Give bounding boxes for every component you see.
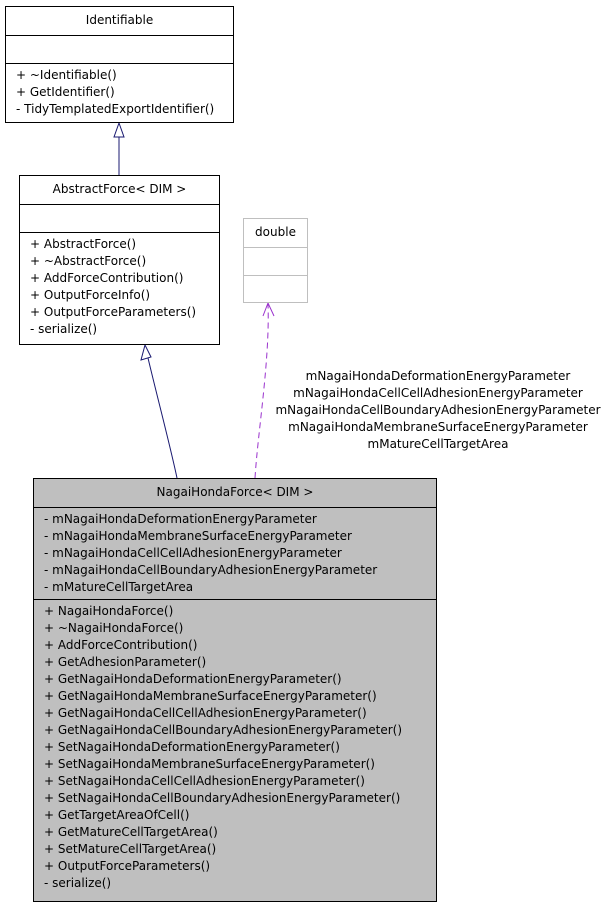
class-member-method: + GetNagaiHondaDeformationEnergyParamete… [44,672,342,686]
class-identifiable[interactable]: Identifiable + ~Identifiable() + GetIdent… [5,6,234,123]
class-member-method: + GetNagaiHondaMembraneSurfaceEnergyPara… [44,689,377,703]
class-member-method: + OutputForceParameters() [30,305,197,319]
class-member-method: + GetAdhesionParameter() [44,655,207,669]
class-abstract-force-title: AbstractForce< DIM > [52,182,187,196]
class-member-method: + GetTargetAreaOfCell() [44,808,190,822]
class-member-method: + SetNagaiHondaMembraneSurfaceEnergyPara… [44,757,375,771]
class-member-method: + GetNagaiHondaCellCellAdhesionEnergyPar… [44,706,367,720]
class-member-attribute: - mNagaiHondaDeformationEnergyParameter [44,512,317,526]
class-member-attribute: - mNagaiHondaCellCellAdhesionEnergyParam… [44,546,342,560]
class-member-method: + SetMatureCellTargetArea() [44,842,217,856]
usage-edge-nagaihonda-double [254,303,269,479]
class-double-title: double [255,225,296,239]
class-member-method: + GetIdentifier() [16,85,115,99]
class-member-method: + SetNagaiHondaCellCellAdhesionEnergyPar… [44,774,365,788]
usage-label-line: mNagaiHondaCellCellAdhesionEnergyParamet… [293,386,583,400]
class-member-attribute: - mNagaiHondaMembraneSurfaceEnergyParame… [44,529,352,543]
class-member-method: + ~AbstractForce() [30,254,147,268]
usage-arrowhead-double [262,301,275,317]
usage-label-line: mNagaiHondaMembraneSurfaceEnergyParamete… [288,420,588,434]
class-member-method: + ~NagaiHondaForce() [44,621,184,635]
usage-label-line: mNagaiHondaDeformationEnergyParameter [305,369,571,383]
usage-label-line: mNagaiHondaCellBoundaryAdhesionEnergyPar… [275,403,601,417]
usage-edge-label: mNagaiHondaDeformationEnergyParameter mNa… [262,368,613,453]
inheritance-arrowhead-identifiable [113,121,125,138]
class-member-method: + OutputForceInfo() [30,288,151,302]
class-member-method: - serialize() [44,876,112,890]
class-double-attributes [244,247,307,275]
class-member-method: + NagaiHondaForce() [44,604,174,618]
inheritance-edge-nagaihonda-abstractforce [147,357,178,479]
class-identifiable-methods: + ~Identifiable() + GetIdentifier() - Tidy… [6,63,233,121]
class-nagai-honda-force-methods: + NagaiHondaForce() + ~NagaiHondaForce() +… [34,599,436,895]
class-identifiable-attributes [6,35,233,63]
class-member-method: + AddForceContribution() [30,271,184,285]
class-abstract-force[interactable]: AbstractForce< DIM > + AbstractForce()+ … [19,175,220,345]
class-member-method: + SetNagaiHondaCellBoundaryAdhesionEnerg… [44,791,401,805]
class-member-method: + AbstractForce() [30,237,137,251]
class-member-method: + GetMatureCellTargetArea() [44,825,218,839]
class-member-attribute: - mNagaiHondaCellBoundaryAdhesionEnergyP… [44,563,378,577]
class-nagai-honda-force-title: NagaiHondaForce< DIM > [156,485,314,499]
usage-label-line: mMatureCellTargetArea [367,437,509,451]
class-nagai-honda-force-attributes: - mNagaiHondaDeformationEnergyParameter -… [34,507,436,599]
class-abstract-force-methods: + AbstractForce() + ~AbstractForce() + Add… [20,232,219,341]
class-double-methods [244,275,307,302]
class-member-method: - serialize() [30,322,98,336]
class-member-method: + GetNagaiHondaCellBoundaryAdhesionEnerg… [44,723,402,737]
class-nagai-honda-force[interactable]: NagaiHondaForce< DIM > - mNagaiHondaDefo… [33,478,437,902]
class-member-method: + SetNagaiHondaDeformationEnergyParamete… [44,740,340,754]
class-identifiable-title: Identifiable [85,13,154,27]
class-member-attribute: - mMatureCellTargetArea [44,580,194,594]
class-member-method: - TidyTemplatedExportIdentifier() [16,102,215,116]
inheritance-arrowhead-abstractforce [140,343,152,361]
class-double[interactable]: double [243,218,308,303]
class-member-method: + ~Identifiable() [16,68,117,82]
class-abstract-force-attributes [20,204,219,232]
class-member-method: + AddForceContribution() [44,638,198,652]
class-member-method: + OutputForceParameters() [44,859,211,873]
